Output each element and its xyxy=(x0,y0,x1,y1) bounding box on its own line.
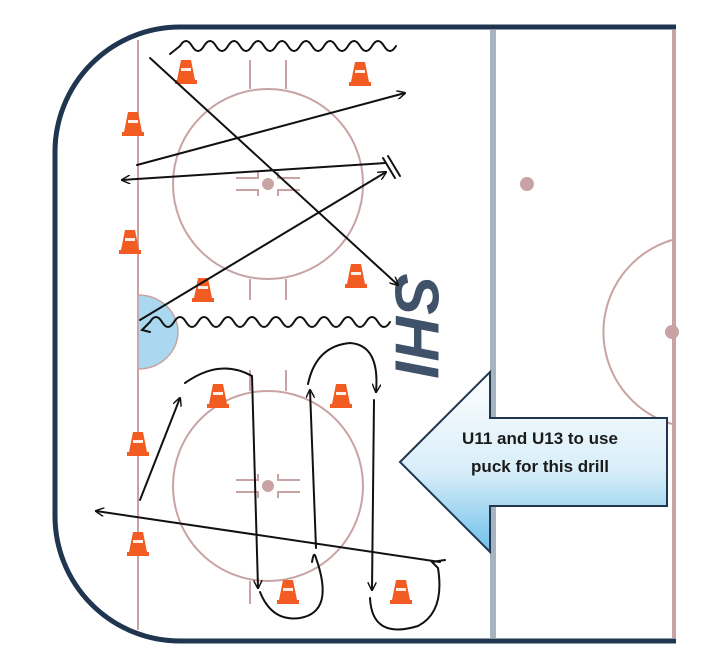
rink-boards xyxy=(52,24,676,644)
top-puck-carry-wave xyxy=(179,40,397,52)
callout-line-2: puck for this drill xyxy=(471,457,609,476)
svg-text:SHI: SHI xyxy=(382,273,451,378)
center-faceoff-dot xyxy=(665,325,679,339)
center-circle xyxy=(602,239,673,425)
drill-paths xyxy=(96,40,446,631)
callout-line-1: U11 and U13 to use xyxy=(462,429,618,448)
shi-logo: SHI xyxy=(382,273,451,378)
goal-crease xyxy=(137,294,179,370)
neutral-zone-dot xyxy=(520,177,534,191)
callout-arrow-shape xyxy=(398,369,668,555)
bottom-faceoff-circle xyxy=(172,370,364,604)
middle-puck-carry-wave xyxy=(149,316,391,328)
top-faceoff-circle xyxy=(172,60,364,300)
callout-text: U11 and U13 to use puck for this drill xyxy=(420,425,660,481)
